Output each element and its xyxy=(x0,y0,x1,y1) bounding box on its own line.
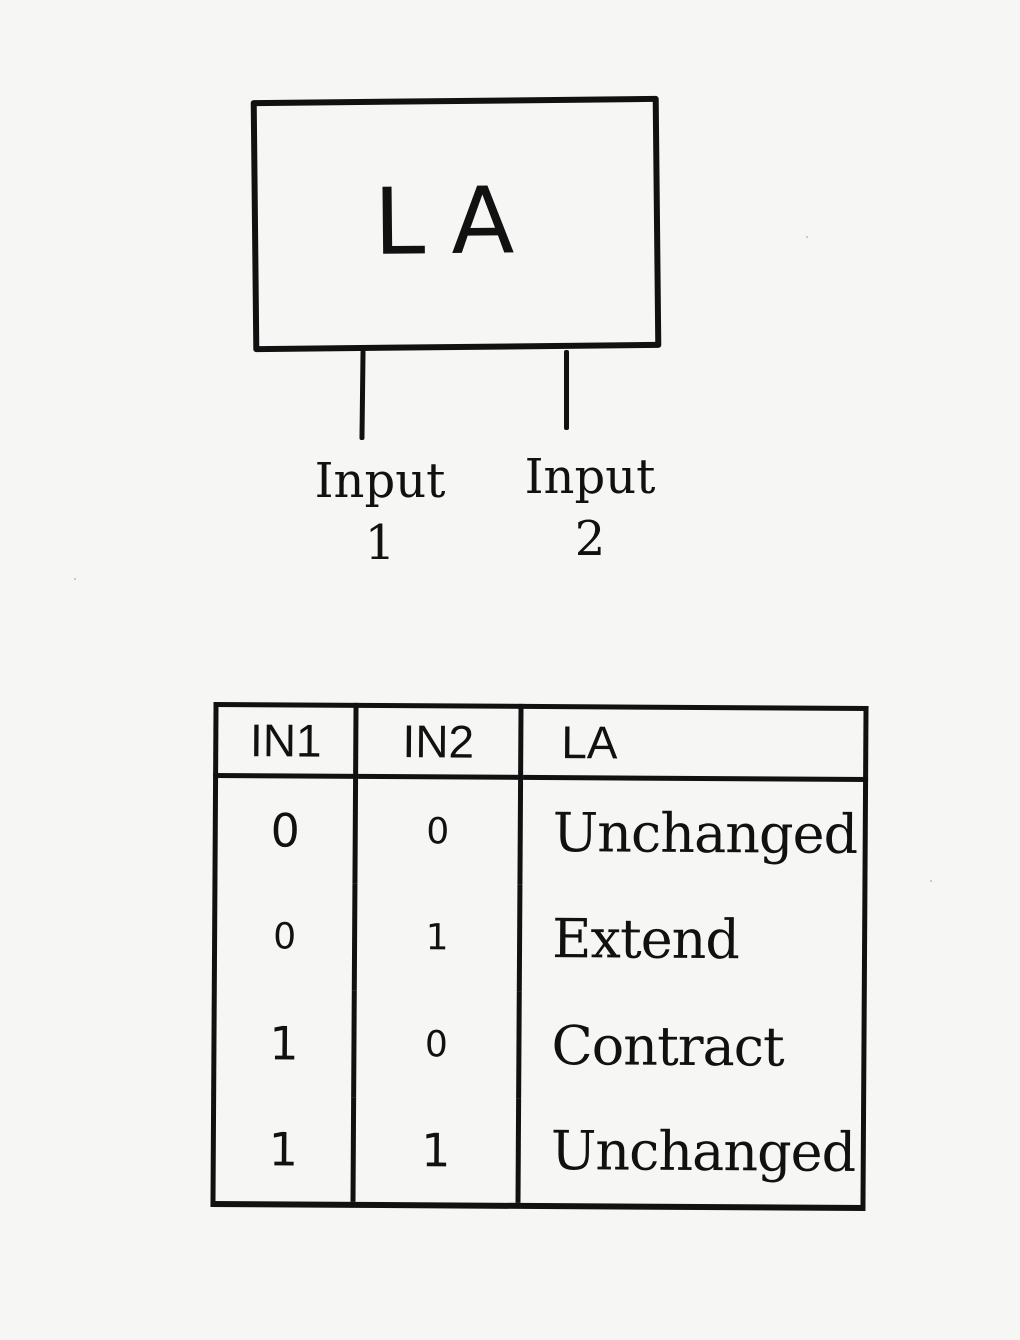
in2-cell: 0 xyxy=(354,776,521,885)
la-block-label: LA xyxy=(373,167,539,276)
la-state-cell: Extend xyxy=(519,884,865,994)
la-state-cell: Unchanged xyxy=(517,1098,864,1208)
paper-speck xyxy=(74,578,76,580)
in2-cell: 0 xyxy=(353,990,520,1099)
truth-table-header-row: IN1 IN2 LA xyxy=(215,704,867,780)
in2-cell: 1 xyxy=(354,883,520,992)
table-row: 1 1 Unchanged xyxy=(212,1096,864,1208)
input-1-label: Input 1 xyxy=(314,453,446,572)
input-2-lead xyxy=(564,350,569,430)
table-row: 0 0 Unchanged xyxy=(214,775,866,887)
in1-cell: 1 xyxy=(213,989,355,1098)
la-state-cell: Unchanged xyxy=(519,777,866,887)
la-state-cell: Contract xyxy=(518,991,865,1101)
header-la: LA xyxy=(520,706,867,780)
in1-cell: 1 xyxy=(212,1096,354,1205)
in2-cell: 1 xyxy=(352,1097,519,1206)
header-in2: IN2 xyxy=(355,705,522,778)
header-in1: IN1 xyxy=(215,704,357,777)
input-2-label: Input 2 xyxy=(524,449,656,568)
paper-speck xyxy=(806,236,808,238)
la-block: LA xyxy=(250,95,662,353)
paper-speck xyxy=(930,880,932,882)
input-1-lead xyxy=(359,349,366,441)
truth-table: IN1 IN2 LA 0 0 Unchanged 0 1 Extend 1 0 … xyxy=(210,702,868,1210)
in1-cell: 0 xyxy=(214,882,355,991)
table-row: 0 1 Extend xyxy=(214,882,865,994)
table-row: 1 0 Contract xyxy=(213,989,865,1101)
in1-cell: 0 xyxy=(214,775,356,884)
